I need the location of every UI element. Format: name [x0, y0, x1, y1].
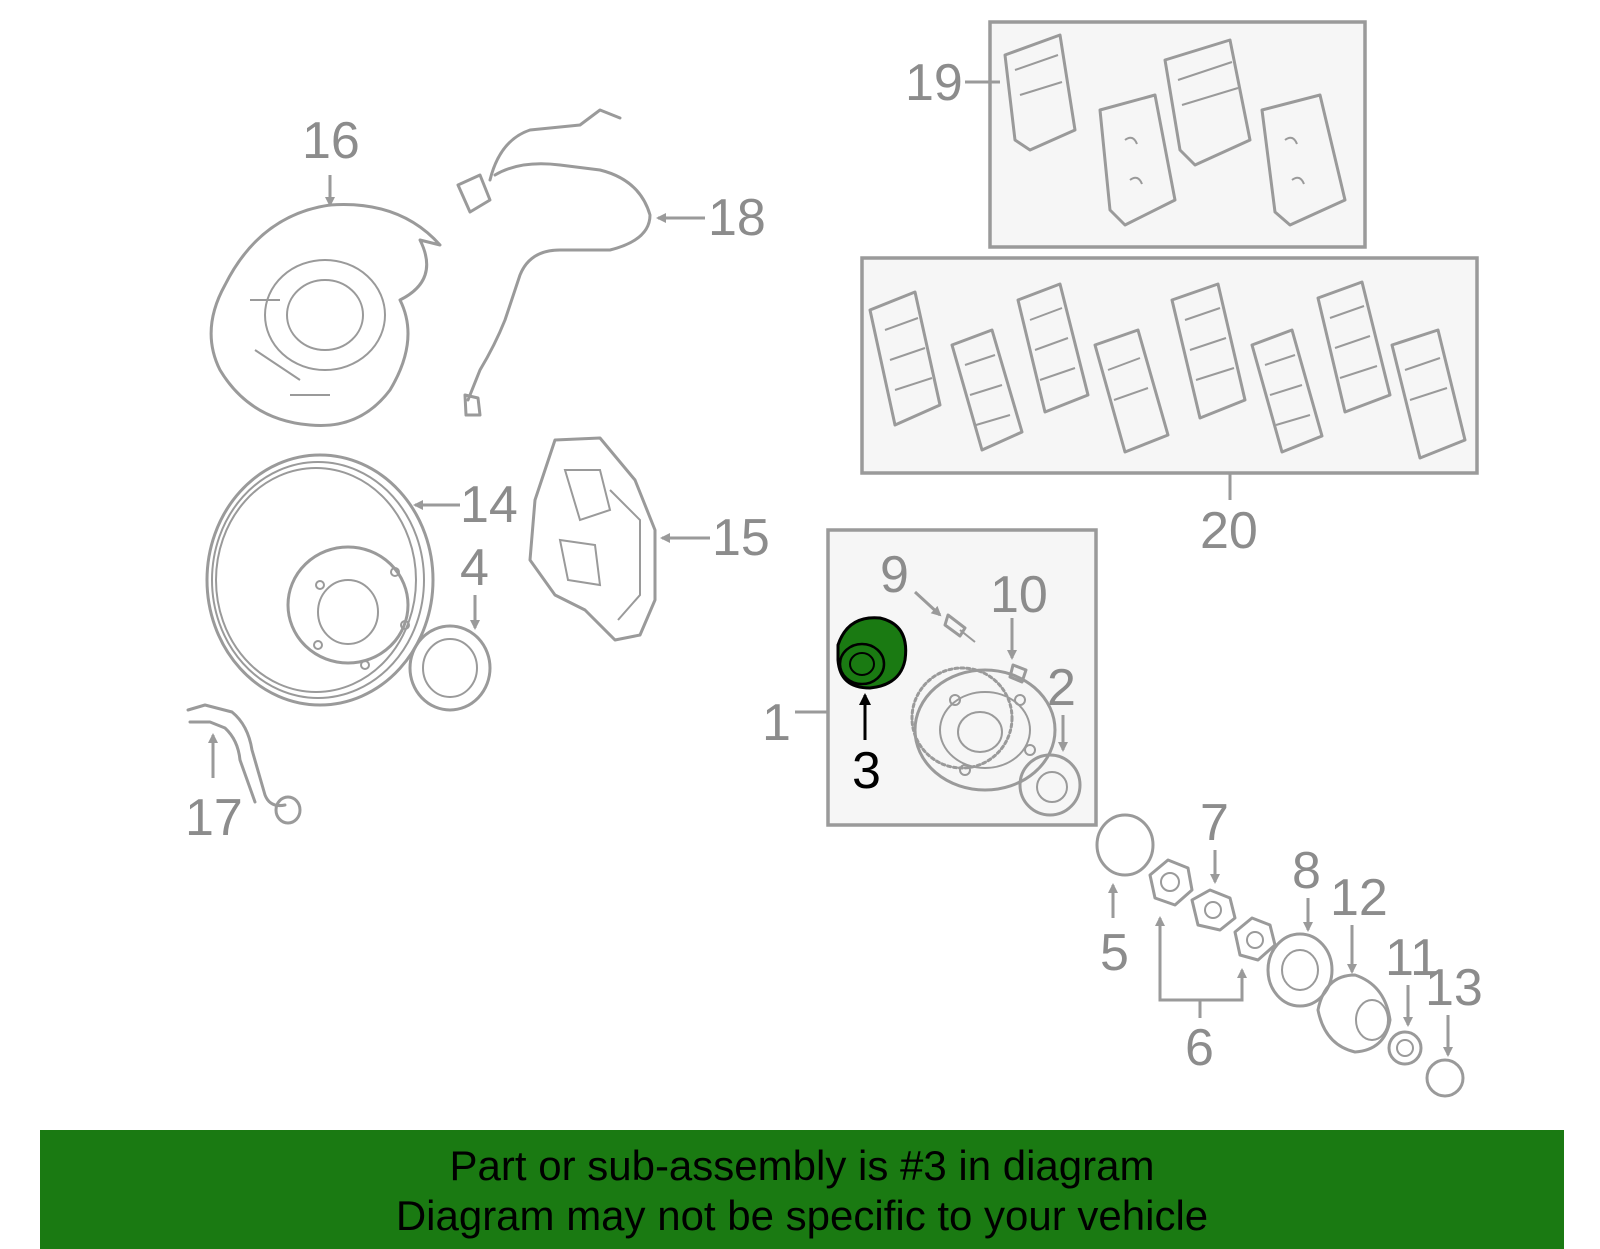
disc-rotor[interactable]: 14 [205, 453, 518, 707]
callout-6: 6 [1185, 1019, 1214, 1077]
o-ring[interactable]: 5 [1095, 813, 1155, 982]
callout-11: 11 [1385, 929, 1439, 987]
brake-pad [1003, 33, 1077, 152]
banner-line-disclaimer: Diagram may not be specific to your vehi… [395, 1192, 1209, 1239]
callout-3: 3 [852, 742, 881, 800]
oil-seal-highlighted[interactable] [836, 616, 908, 690]
anti-squeal-shim [1170, 282, 1247, 420]
parts-diagram: 19 [185, 20, 1483, 1098]
dust-cover[interactable]: 16 [209, 112, 442, 428]
lock-washer[interactable]: 7 [1190, 794, 1237, 932]
callout-5: 5 [1100, 924, 1129, 982]
axle-hub [910, 666, 1057, 792]
callout-1: 1 [762, 694, 791, 752]
callout-2: 2 [1047, 659, 1076, 717]
anti-squeal-shim [1250, 328, 1324, 454]
brake-hose[interactable]: 17 [185, 703, 302, 847]
anti-squeal-shim [1093, 328, 1170, 454]
anti-squeal-shim [1016, 282, 1090, 414]
hub-bolt [943, 613, 976, 643]
callout-13: 13 [1425, 959, 1483, 1017]
abs-sensor-wire[interactable]: 18 [456, 108, 766, 417]
seal-ring[interactable]: 4 [408, 539, 492, 712]
anti-squeal-shim [868, 290, 942, 427]
callout-14: 14 [460, 476, 518, 534]
callout-9: 9 [880, 546, 909, 604]
banner-line-part: Part or sub-assembly is #3 in diagram [449, 1142, 1155, 1189]
hub-bearing [1018, 753, 1082, 817]
hub-assembly-box[interactable]: 1 9 10 2 [762, 528, 1098, 827]
anti-squeal-shim [950, 328, 1024, 452]
callout-15: 15 [712, 509, 770, 567]
snap-ring[interactable]: 11 [1385, 929, 1439, 1066]
anti-squeal-shim [1390, 328, 1467, 460]
hub-pin [1008, 663, 1028, 684]
callout-17: 17 [185, 789, 243, 847]
pad-kit-box[interactable]: 19 [905, 20, 1367, 249]
shim-kit-box[interactable]: 20 [860, 256, 1479, 560]
callout-16: 16 [302, 112, 360, 170]
callout-10: 10 [990, 566, 1048, 624]
callout-19: 19 [905, 54, 963, 112]
callout-8: 8 [1292, 842, 1321, 900]
brake-caliper[interactable]: 15 [528, 436, 770, 642]
anti-squeal-shim [1316, 280, 1392, 414]
callout-12: 12 [1330, 869, 1388, 927]
info-banner: Part or sub-assembly is #3 in diagram Di… [40, 1130, 1564, 1249]
brake-pad [1163, 38, 1252, 167]
drive-flange[interactable]: 12 [1316, 869, 1392, 1054]
callout-18: 18 [708, 189, 766, 247]
callout-20: 20 [1200, 502, 1258, 560]
lock-nut[interactable]: 6 [1148, 858, 1277, 1077]
brake-pad [1098, 93, 1177, 227]
callout-4: 4 [460, 539, 489, 597]
brake-pad [1260, 93, 1347, 227]
flange-gasket[interactable]: 8 [1266, 842, 1334, 1008]
callout-7: 7 [1200, 794, 1229, 852]
grease-cap[interactable]: 13 [1425, 959, 1483, 1098]
